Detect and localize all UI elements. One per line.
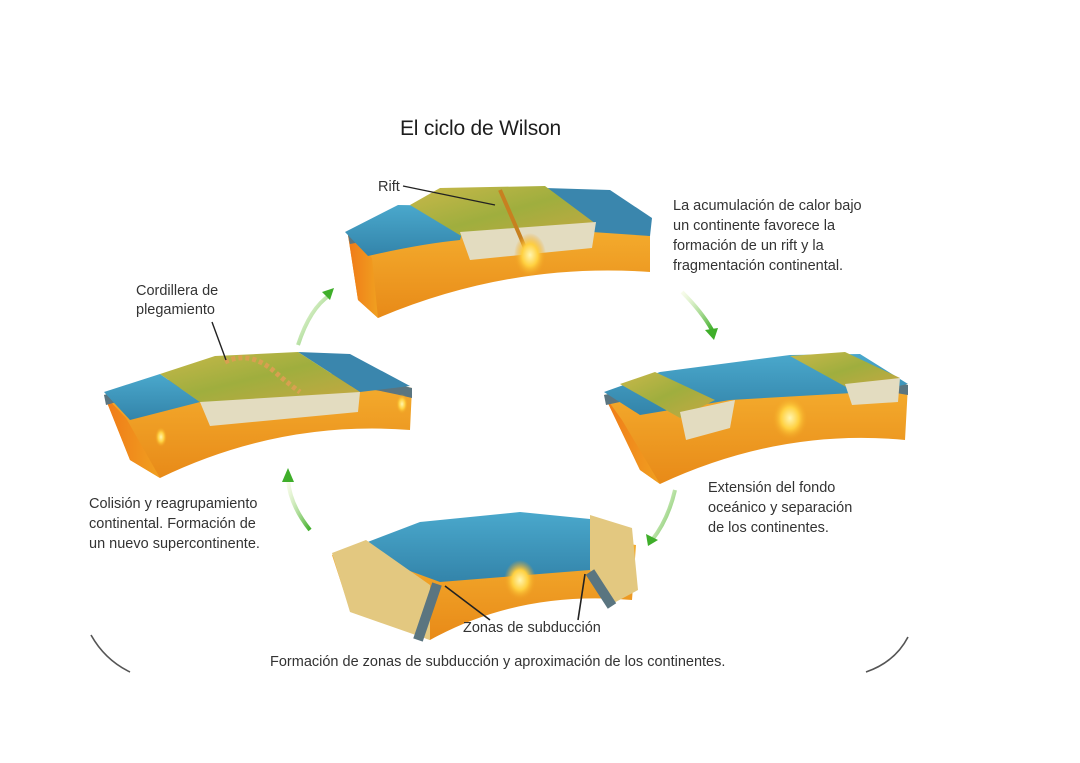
continent-left: [620, 372, 715, 418]
frame-arc-left: [90, 634, 131, 673]
subducting-slab-right: [585, 569, 617, 609]
mountain-range: [223, 355, 302, 395]
caption-expansion: Extensión del fondo oceánico y separació…: [708, 480, 853, 536]
cycle-arrows: [282, 288, 718, 546]
arrow-to-collision-icon: [286, 479, 312, 532]
block-expansion: [604, 352, 908, 484]
subduction-zones-label: Zonas de subducción: [463, 620, 601, 636]
cordillera-pointer: [211, 321, 227, 361]
arrow-to-expansion-icon: [680, 290, 714, 331]
rift-label: Rift: [378, 179, 400, 195]
subduction-pointer-right: [577, 573, 586, 621]
magma-plume: [514, 233, 546, 277]
caption-subduction: Formación de zonas de subducción y aprox…: [270, 654, 726, 670]
ocean-right: [545, 188, 652, 236]
ocean-right: [298, 352, 410, 392]
frame-arc-right: [865, 636, 909, 673]
continent-right: [790, 352, 900, 388]
subducting-slab-left: [413, 582, 442, 642]
block-collision: [104, 321, 412, 478]
block-subduction: [332, 512, 638, 642]
subduction-pointer-left: [444, 585, 491, 621]
rift-pointer: [402, 185, 496, 206]
arrow-to-subduction-icon: [650, 489, 677, 542]
magma-plume: [772, 396, 808, 440]
arrow-to-rift-icon: [296, 293, 332, 346]
supercontinent: [160, 352, 360, 402]
cordillera-label: Cordillera de plegamiento: [136, 283, 219, 318]
caption-collision: Colisión y reagrupamiento continental. F…: [89, 496, 260, 552]
continent-left: [332, 540, 430, 640]
caption-rift: La acumulación de calor bajo un continen…: [673, 198, 862, 274]
ocean-left: [104, 374, 200, 420]
magma-plume: [504, 560, 536, 600]
block-rift: [345, 185, 652, 318]
ocean-plate: [365, 512, 628, 582]
diagram-title: El ciclo de Wilson: [400, 117, 561, 140]
